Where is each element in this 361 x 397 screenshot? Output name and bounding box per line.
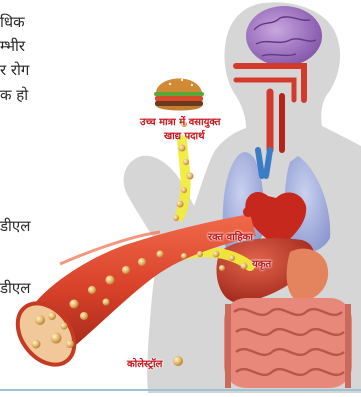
bottom-divider: [0, 389, 361, 391]
liver-label: यकृत: [252, 256, 271, 270]
food-label-line-1: उच्च मात्रा में वसायुक्त: [140, 114, 220, 128]
left-text-line-6: डीएल: [0, 278, 30, 298]
food-label-line-2: खाद्य पदार्थ: [164, 128, 205, 142]
intestines-icon: [224, 298, 352, 388]
left-text-line-2: म्भीर: [0, 36, 25, 56]
left-text-line-4: क हो: [0, 85, 28, 105]
hamburger-icon: [154, 78, 204, 110]
blood-vessel-label: रक्त वाहिका: [208, 229, 253, 243]
brain-icon: [246, 6, 322, 66]
cholesterol-label: कोलेस्ट्रॉल: [127, 356, 162, 370]
left-text-line-5: डीएल: [0, 216, 30, 236]
left-text-line-3: र रोग: [0, 60, 29, 80]
left-text-line-1: धिक: [0, 12, 25, 32]
